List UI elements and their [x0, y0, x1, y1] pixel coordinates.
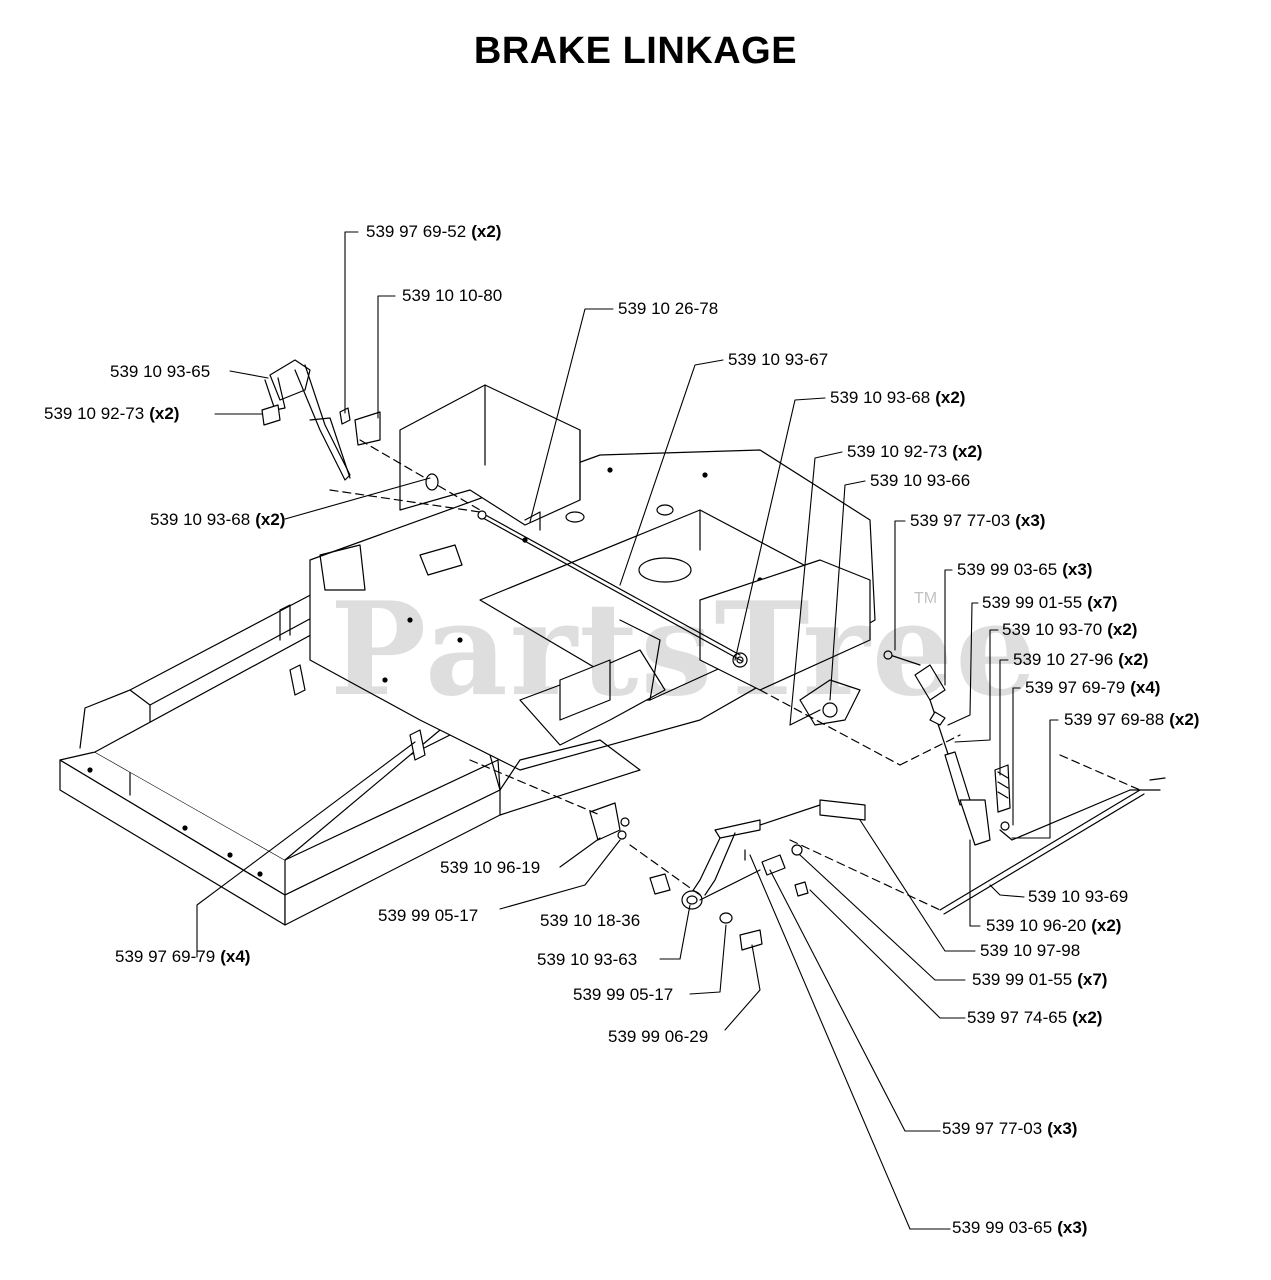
- part-number: 539 10 93-66: [870, 471, 971, 490]
- callout-539-10-93-70: 539 10 93-70(x2): [1002, 620, 1137, 640]
- callout-539-10-93-67: 539 10 93-67: [728, 350, 828, 370]
- callout-539-99-03-65-right: 539 99 03-65(x3): [957, 560, 1092, 580]
- callout-539-97-69-88: 539 97 69-88(x2): [1064, 710, 1199, 730]
- part-number: 539 10 10-80: [402, 286, 503, 305]
- callout-539-10-93-63: 539 10 93-63: [537, 950, 637, 970]
- quantity: (x2): [471, 222, 502, 241]
- part-number: 539 10 93-67: [728, 350, 829, 369]
- callout-539-97-74-65: 539 97 74-65(x2): [967, 1008, 1102, 1028]
- part-number: 539 10 96-19: [440, 858, 541, 877]
- part-number: 539 10 26-78: [618, 299, 719, 318]
- quantity: (x2): [1169, 710, 1200, 729]
- callout-539-97-69-79-right: 539 97 69-79(x4): [1025, 678, 1160, 698]
- callout-539-10-93-66: 539 10 93-66: [870, 471, 970, 491]
- part-number: 539 97 77-03: [910, 511, 1011, 530]
- callout-539-10-92-73-left: 539 10 92-73(x2): [44, 404, 179, 424]
- quantity: (x3): [1062, 560, 1093, 579]
- brake-pedal-assembly: [469, 759, 866, 951]
- callout-539-10-26-78: 539 10 26-78: [618, 299, 718, 319]
- callout-539-10-97-98: 539 10 97-98: [980, 941, 1080, 961]
- brake-rod: [329, 489, 743, 662]
- part-number: 539 10 93-69: [1028, 887, 1129, 906]
- quantity: (x3): [1047, 1119, 1078, 1138]
- callout-539-97-77-03-right: 539 97 77-03(x3): [910, 511, 1045, 531]
- part-number: 539 10 92-73: [847, 442, 948, 461]
- part-number: 539 10 18-36: [540, 911, 641, 930]
- part-number: 539 97 74-65: [967, 1008, 1068, 1027]
- partstree-watermark: PartsTree: [330, 575, 1039, 725]
- quantity: (x7): [1077, 970, 1108, 989]
- callout-539-10-93-68-left: 539 10 93-68(x2): [150, 510, 285, 530]
- part-number: 539 10 96-20: [986, 916, 1087, 935]
- callout-539-10-27-96: 539 10 27-96(x2): [1013, 650, 1148, 670]
- leader-lines: [196, 231, 1059, 1230]
- quantity: (x2): [1072, 1008, 1103, 1027]
- quantity: (x3): [1057, 1218, 1088, 1237]
- part-number: 539 99 01-55: [982, 593, 1083, 612]
- part-number: 539 10 92-73: [44, 404, 145, 423]
- callout-539-99-05-17-lower: 539 99 05-17: [573, 985, 673, 1005]
- part-number: 539 99 05-17: [378, 906, 479, 925]
- part-number: 539 99 01-55: [972, 970, 1073, 989]
- quantity: (x2): [1107, 620, 1138, 639]
- part-number: 539 10 93-68: [150, 510, 251, 529]
- part-number: 539 10 97-98: [980, 941, 1081, 960]
- part-number: 539 97 69-52: [366, 222, 467, 241]
- callout-539-10-96-19: 539 10 96-19: [440, 858, 540, 878]
- part-number: 539 10 93-65: [110, 362, 211, 381]
- part-number: 539 99 05-17: [573, 985, 674, 1004]
- part-number: 539 97 69-88: [1064, 710, 1165, 729]
- part-number: 539 10 27-96: [1013, 650, 1114, 669]
- quantity: (x2): [255, 510, 286, 529]
- quantity: (x2): [1118, 650, 1149, 669]
- callout-539-97-69-79-left: 539 97 69-79(x4): [115, 947, 250, 967]
- part-number: 539 97 69-79: [115, 947, 216, 966]
- right-linkage: [759, 650, 1166, 915]
- part-number: 539 99 03-65: [952, 1218, 1053, 1237]
- part-number: 539 10 93-68: [830, 388, 931, 407]
- callout-539-99-05-17-left: 539 99 05-17: [378, 906, 478, 926]
- part-number: 539 10 93-70: [1002, 620, 1103, 639]
- quantity: (x2): [1091, 916, 1122, 935]
- callout-539-10-10-80: 539 10 10-80: [402, 286, 502, 306]
- callout-539-99-01-55-right: 539 99 01-55(x7): [982, 593, 1117, 613]
- callout-539-10-93-69: 539 10 93-69: [1028, 887, 1128, 907]
- callout-539-10-96-20: 539 10 96-20(x2): [986, 916, 1121, 936]
- callout-539-10-18-36: 539 10 18-36: [540, 911, 640, 931]
- callout-539-97-77-03-lower: 539 97 77-03(x3): [942, 1119, 1077, 1139]
- callout-539-99-01-55-lower: 539 99 01-55(x7): [972, 970, 1107, 990]
- part-number: 539 99 03-65: [957, 560, 1058, 579]
- part-number: 539 97 77-03: [942, 1119, 1043, 1138]
- quantity: (x4): [220, 947, 251, 966]
- callout-539-99-03-65-lower: 539 99 03-65(x3): [952, 1218, 1087, 1238]
- callout-539-10-92-73-right: 539 10 92-73(x2): [847, 442, 982, 462]
- part-number: 539 99 06-29: [608, 1027, 709, 1046]
- part-number: 539 10 93-63: [537, 950, 638, 969]
- callout-539-97-69-52: 539 97 69-52(x2): [366, 222, 501, 242]
- right-bracket: [499, 559, 871, 816]
- quantity: (x2): [952, 442, 983, 461]
- watermark-trademark: TM: [914, 590, 938, 607]
- quantity: (x4): [1130, 678, 1161, 697]
- upper-left-linkage: [261, 359, 541, 531]
- quantity: (x3): [1015, 511, 1046, 530]
- callout-539-10-93-68-right: 539 10 93-68(x2): [830, 388, 965, 408]
- callout-539-10-93-65: 539 10 93-65: [110, 362, 210, 382]
- front-frame: [59, 689, 501, 926]
- quantity: (x2): [935, 388, 966, 407]
- quantity: (x2): [149, 404, 180, 423]
- callout-539-99-06-29: 539 99 06-29: [608, 1027, 708, 1047]
- diagram-title: BRAKE LINKAGE: [473, 30, 798, 72]
- part-number: 539 97 69-79: [1025, 678, 1126, 697]
- quantity: (x7): [1087, 593, 1118, 612]
